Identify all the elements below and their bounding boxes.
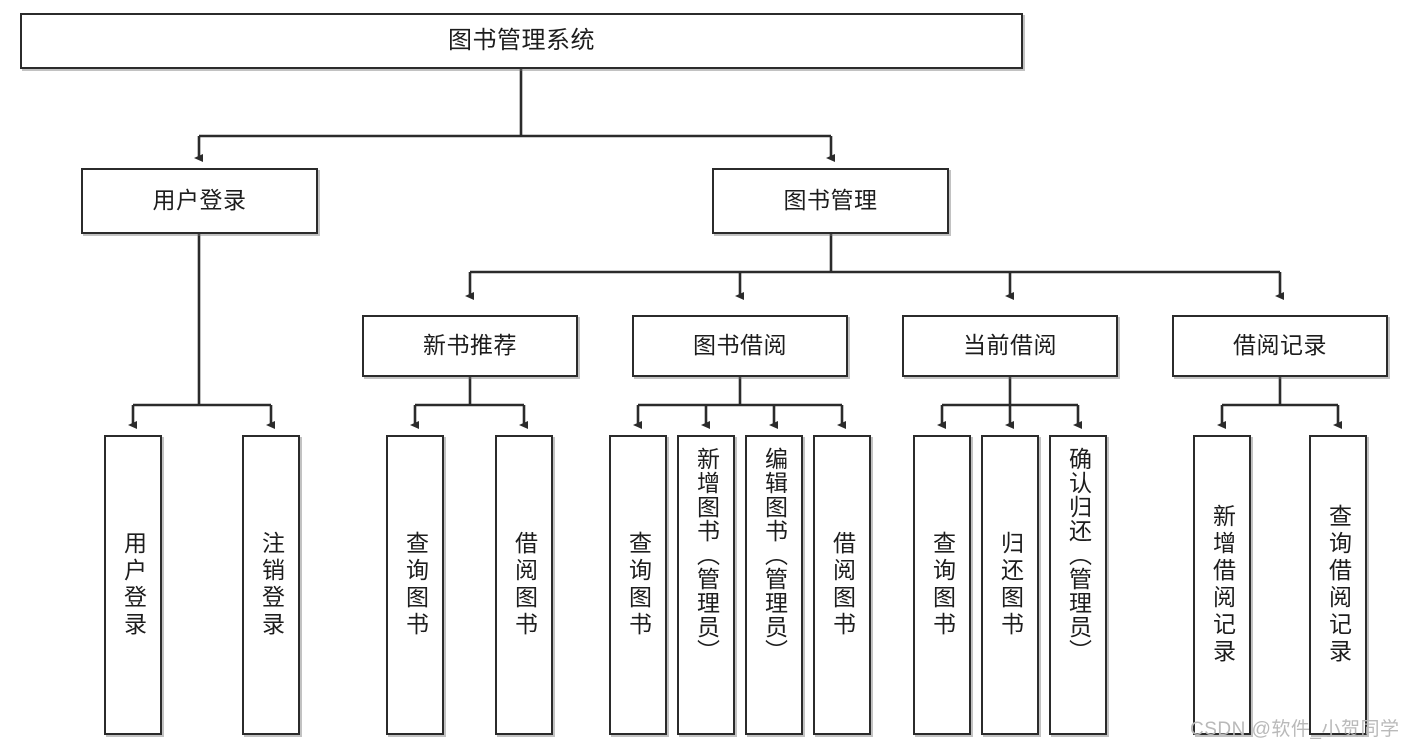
leaf-borrow-record-query-record[interactable]: 查询借阅记录	[1309, 435, 1367, 735]
node-borrow-record[interactable]: 借阅记录	[1172, 315, 1388, 377]
node-label: 新书推荐	[423, 332, 517, 359]
leaf-new-book-query-book[interactable]: 查询图书	[386, 435, 444, 735]
node-label: 图书借阅	[693, 332, 787, 359]
node-label: 新增借阅记录	[1209, 504, 1236, 666]
node-current-borrow[interactable]: 当前借阅	[902, 315, 1118, 377]
node-label: 新增图书（管理员）	[693, 447, 720, 663]
node-label: 确认归还（管理员）	[1065, 447, 1092, 663]
node-book-management[interactable]: 图书管理	[712, 168, 949, 234]
leaf-user-login-logout[interactable]: 注销登录	[242, 435, 300, 735]
node-new-book-recommend[interactable]: 新书推荐	[362, 315, 578, 377]
node-label: 图书管理系统	[448, 26, 595, 54]
node-label: 用户登录	[152, 187, 247, 214]
node-label: 归还图书	[997, 531, 1024, 639]
node-label: 借阅记录	[1233, 332, 1327, 359]
node-label: 借阅图书	[829, 531, 856, 639]
leaf-current-borrow-confirm-return-admin[interactable]: 确认归还（管理员）	[1049, 435, 1107, 735]
leaf-book-borrow-add-book-admin[interactable]: 新增图书（管理员）	[677, 435, 735, 735]
node-label: 借阅图书	[511, 531, 538, 639]
leaf-user-login-login[interactable]: 用户登录	[104, 435, 162, 735]
node-book-borrow[interactable]: 图书借阅	[632, 315, 848, 377]
node-user-login[interactable]: 用户登录	[81, 168, 318, 234]
node-root-book-management-system[interactable]: 图书管理系统	[20, 13, 1023, 69]
node-label: 查询图书	[929, 531, 956, 639]
leaf-new-book-borrow-book[interactable]: 借阅图书	[495, 435, 553, 735]
node-label: 图书管理	[783, 187, 878, 214]
leaf-book-borrow-edit-book-admin[interactable]: 编辑图书（管理员）	[745, 435, 803, 735]
node-label: 当前借阅	[963, 332, 1057, 359]
node-label: 查询图书	[625, 531, 652, 639]
node-label: 查询图书	[402, 531, 429, 639]
node-label: 注销登录	[258, 531, 285, 639]
leaf-current-borrow-return-book[interactable]: 归还图书	[981, 435, 1039, 735]
leaf-borrow-record-add-record[interactable]: 新增借阅记录	[1193, 435, 1251, 735]
node-label: 查询借阅记录	[1325, 504, 1352, 666]
node-label: 编辑图书（管理员）	[761, 447, 788, 663]
leaf-book-borrow-query-book[interactable]: 查询图书	[609, 435, 667, 735]
node-label: 用户登录	[120, 531, 147, 639]
leaf-current-borrow-query-book[interactable]: 查询图书	[913, 435, 971, 735]
leaf-book-borrow-borrow-book[interactable]: 借阅图书	[813, 435, 871, 735]
